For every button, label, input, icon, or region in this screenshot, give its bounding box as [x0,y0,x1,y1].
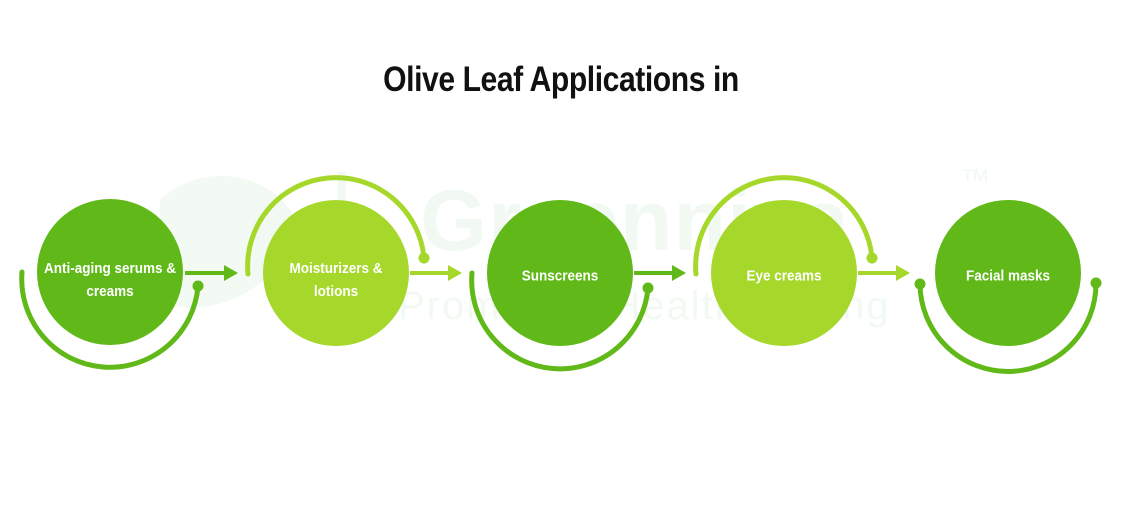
step-2-label: Moisturizers & lotions [289,260,383,300]
step-5-circle [935,200,1081,346]
step-4-label: Eye creams [746,267,822,285]
step-5-arc-start-dot [914,278,926,290]
step-2-arc-end-dot [418,252,430,264]
step-4-arc [693,175,875,277]
step-2-circle [263,200,409,346]
step-3-circle [487,200,633,346]
step-5-label: Facial masks [965,267,1051,285]
step-4 [693,175,878,346]
step-2 [245,175,430,346]
step-1-arc [19,269,201,370]
step-3-arc-end-dot [642,282,654,294]
step-3-arc [469,270,651,372]
step-5-arc [917,280,1099,374]
step-5-arc-end-dot [1090,277,1102,289]
step-1-label: Anti-aging serums & creams [43,260,177,300]
step-4-arc-end-dot [866,252,878,264]
step-1-arc-end-dot [192,280,204,292]
step-3 [469,200,654,372]
step-2-arc [245,175,427,277]
step-5 [914,200,1102,374]
step-1 [19,199,204,370]
connector-1-2 [185,265,238,281]
diagram-title: Olive Leaf Applications in [383,60,739,99]
connector-2-3 [410,265,462,281]
connector-3-4 [634,265,686,281]
step-1-circle [37,199,183,345]
step-3-label: Sunscreens [521,267,599,285]
connector-4-5 [858,265,910,281]
step-4-circle [711,200,857,346]
